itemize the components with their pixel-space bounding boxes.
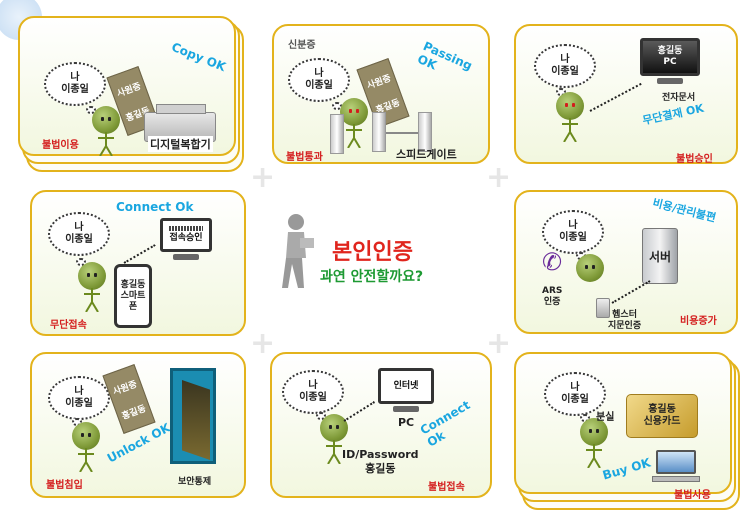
connection-line xyxy=(589,82,642,112)
panel-illegal-entry: 나 이종일 사원증 홍길동 Unlock OK 보안통제 불법침입 xyxy=(30,352,246,498)
result-label: 무단접속 xyxy=(50,320,87,331)
result-label: 비용증가 xyxy=(680,316,717,327)
person-body-icon xyxy=(584,444,604,469)
person-head-icon xyxy=(340,98,368,126)
fingerprint-scanner-icon xyxy=(596,298,610,318)
panel-cost-increase: 나 이종일 비용/관리불편 ✆ ARS 인증 서버 헴스터 지문인증 비용증가 xyxy=(514,190,738,334)
person-body-icon xyxy=(344,124,364,149)
person-body-icon xyxy=(324,440,344,465)
plus-icon: + xyxy=(250,160,276,195)
gate-post-icon xyxy=(372,112,386,152)
monitor-stand xyxy=(393,406,419,412)
door-open-icon xyxy=(182,380,210,460)
panel-illegal-connection: 나 이종일 인터넷 PC Connect Ok ID/Password 홍길동 … xyxy=(270,352,492,498)
person-body-icon xyxy=(76,448,96,473)
result-label: 불법이용 xyxy=(42,140,79,151)
thought-bubble: 나 이종일 xyxy=(544,372,606,416)
person-body-icon xyxy=(560,118,580,143)
center-subtitle: 과연 안전할까요? xyxy=(320,269,424,285)
ok-label: 비용/관리불편 xyxy=(651,196,718,225)
ok-label: Connect Ok xyxy=(116,200,194,214)
result-label: 불법사용 xyxy=(674,490,711,501)
device-label: 디지털복합기 xyxy=(148,136,213,152)
thought-bubble: 나 이종일 xyxy=(542,210,604,254)
thought-bubble: 나 이종일 xyxy=(48,376,110,420)
ok-label: Passing OK xyxy=(415,38,475,73)
device-label: 보안통제 xyxy=(178,477,212,487)
panel-unauthorized-access: 나 이종일 Connect Ok 접속승인 홍길동 스마트 폰 무단접속 xyxy=(30,190,246,336)
plus-icon: + xyxy=(250,326,276,361)
result-label: 불법승인 xyxy=(676,154,713,165)
phone-handset-icon: ✆ xyxy=(542,248,563,276)
pc-label: PC xyxy=(398,416,415,429)
monitor-stand xyxy=(173,254,199,260)
person-head-icon xyxy=(78,262,106,290)
panel-illegal-card-use: 나 이종일 분실 홍길동 신용카드 Buy OK 불법사용 xyxy=(514,352,732,501)
result-label: 불법통과 xyxy=(286,152,323,163)
gate-post-icon xyxy=(330,114,344,154)
person-body-icon xyxy=(96,132,116,157)
employee-id-card: 사원증 홍길동 xyxy=(102,364,156,434)
pc-monitor-icon: 인터넷 xyxy=(378,368,434,404)
thought-bubble: 나 이종일 xyxy=(282,370,344,414)
desktop-base-icon xyxy=(652,476,700,482)
monitor-screen-bar xyxy=(169,226,203,231)
thought-bubble: 나 이종일 xyxy=(48,212,110,256)
panel-illegal-use: 나 이종일 사원증 홍길동 Copy OK 디지털복합기 불법이용 xyxy=(18,16,236,157)
connection-line xyxy=(123,244,156,264)
thought-bubble: 나 이종일 xyxy=(534,44,596,88)
person-head-icon xyxy=(556,92,584,120)
printer-top-icon xyxy=(156,104,206,114)
ars-label: ARS 인증 xyxy=(542,286,563,307)
credit-card-icon: 홍길동 신용카드 xyxy=(626,394,698,438)
gate-post-icon xyxy=(418,112,432,152)
plus-icon: + xyxy=(486,160,512,195)
id-card-caption: 신분증 xyxy=(288,40,316,51)
pc-monitor-icon: 접속승인 xyxy=(160,218,212,252)
person-body-icon xyxy=(82,288,102,313)
thinking-person-icon xyxy=(280,212,316,292)
ok-label: Buy OK xyxy=(601,455,653,483)
person-head-icon xyxy=(576,254,604,282)
person-head-icon xyxy=(72,422,100,450)
plus-icon: + xyxy=(486,326,512,361)
connection-line xyxy=(343,401,376,422)
ok-label: 무단결재 OK xyxy=(641,101,705,128)
result-label: 불법침입 xyxy=(46,480,83,491)
device-label: 스피드게이트 xyxy=(396,148,457,161)
person-head-icon xyxy=(320,414,348,442)
person-head-icon xyxy=(580,418,608,446)
server-icon: 서버 xyxy=(642,228,678,284)
pc-monitor-icon: 홍길동 PC xyxy=(640,38,700,76)
document-label: 전자문서 xyxy=(662,93,696,103)
gate-bar xyxy=(386,132,418,134)
lost-label: 분실 xyxy=(596,412,615,423)
result-label: 불법접속 xyxy=(428,482,465,493)
panel-illegal-approval: 나 이종일 홍길동 PC 전자문서 무단결재 OK 불법승인 xyxy=(514,24,738,165)
monitor-stand xyxy=(657,78,683,84)
panel-illegal-pass: 신분증 나 이종일 사원증 홍길동 Passing OK 스피드게이트 불법통과 xyxy=(272,24,490,164)
person-head-icon xyxy=(92,106,120,134)
thought-bubble: 나 이종일 xyxy=(44,62,106,106)
desktop-pc-icon xyxy=(656,450,696,474)
bubble-dot xyxy=(76,258,86,266)
center-title: 본인인증 xyxy=(332,240,413,265)
smartphone-icon: 홍길동 스마트 폰 xyxy=(114,264,152,328)
credentials-label: ID/Password 홍길동 xyxy=(342,448,419,475)
ok-label: Copy OK xyxy=(169,39,228,75)
thought-bubble: 나 이종일 xyxy=(288,58,350,102)
connection-line xyxy=(611,280,651,304)
token-label: 헴스터 지문인증 xyxy=(608,310,642,331)
